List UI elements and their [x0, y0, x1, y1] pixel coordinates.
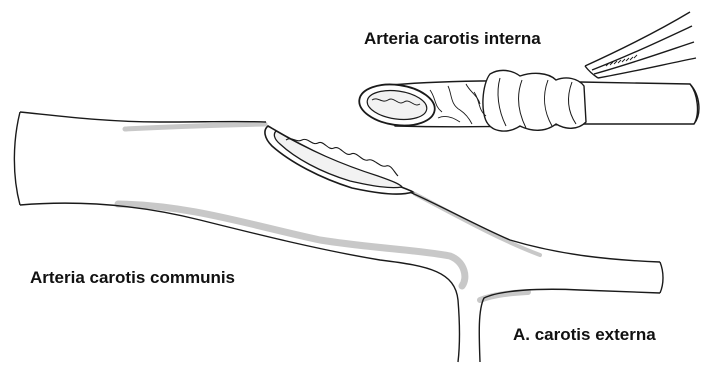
vessel-shadow-upper [125, 124, 265, 129]
arteriotomy-opening [265, 126, 413, 194]
arteria-carotis-interna-vessel [357, 70, 699, 131]
forceps-serrations [606, 55, 637, 66]
vessel-cut-end-left [14, 112, 20, 205]
label-arteria-carotis-externa: A. carotis externa [513, 326, 656, 343]
label-arteria-carotis-interna: Arteria carotis interna [364, 30, 541, 47]
forceps-instrument [585, 12, 696, 78]
forceps-upper-jaw [585, 12, 690, 66]
vessel-outline-top [20, 112, 266, 122]
label-arteria-carotis-communis: Arteria carotis communis [30, 269, 235, 286]
vessel-cut-end-right [660, 262, 663, 293]
